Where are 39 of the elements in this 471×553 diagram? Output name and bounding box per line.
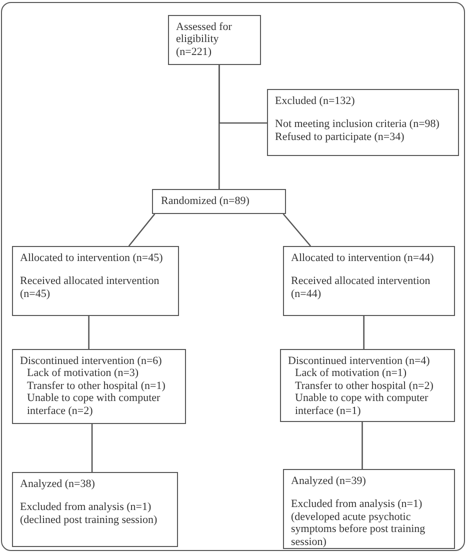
connector-line [218,65,267,124]
box-text: Assessed for eligibility (n=221) [176,21,233,58]
flow-box [283,246,455,316]
box-text: Lack of motivation (n=3) [26,367,140,380]
connector-line [362,422,363,469]
box-text: Allocated to intervention (n=45) [20,252,164,264]
flow-box [12,472,178,547]
box-text: (developed acute psychotic symptoms before post training session) [291,510,426,548]
connector-line [88,316,90,349]
box-text: Discontinued intervention (n=4) [288,355,431,368]
box-text: Analyzed (n=38) [20,478,96,490]
box-text: Lack of motivation (n=1) [294,367,408,380]
connector-line [363,316,364,349]
box-text: Randomized (n=89) [161,195,250,208]
box-text: Discontinued intervention (n=6) [20,355,163,368]
box-text: Excluded from analysis (n=1) [20,501,152,514]
flow-box [168,15,261,65]
box-text: Received allocated intervention (n=44) [291,275,432,300]
box-text: Not meeting inclusion criteria (n=98) [275,118,440,131]
connector-line [91,424,93,472]
box-text: Refused to participate (n=34) [275,130,406,144]
box-text: Unable to cope with computer interface (n=1) [294,392,430,418]
box-text: Unable to cope with computer interface (n=2) [26,392,162,418]
flow-box [267,89,459,156]
box-text: Transfer to other hospital (n=2) [294,380,434,392]
flow-box [12,246,179,316]
box-text: Excluded (n=132) [275,95,356,108]
box-text: (declined post training session) [20,514,158,526]
connector-line [128,214,156,246]
flow-box [280,349,455,422]
box-text: Transfer to other hospital (n=1) [26,380,166,392]
box-text: Excluded from analysis (n=1) [291,498,424,511]
box-text: Received allocated intervention (n=45) [20,275,160,300]
box-text: Analyzed (n=39) [291,475,367,488]
flow-box [152,189,286,214]
flow-box [12,349,186,424]
connector-line [282,214,312,246]
flow-box [283,469,455,549]
box-text: Allocated to intervention (n=44) [291,252,435,264]
